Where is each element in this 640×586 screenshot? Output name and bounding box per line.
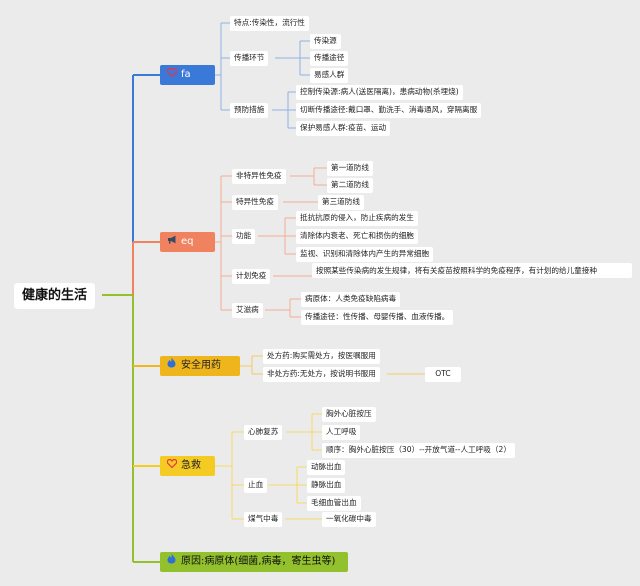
branch-aid[interactable]: 急救 [160,456,215,476]
fa-prevention-item[interactable]: 保护易感人群:疫苗、运动 [296,121,391,136]
eq-specific[interactable]: 特异性免疫 [232,195,278,210]
heart-icon [166,65,177,85]
aid-gas[interactable]: 煤气中毒 [244,512,283,527]
flame-icon [166,552,177,572]
eq-planned-desc[interactable]: 按照某些传染病的发生规律，将有关疫苗按照科学的免疫程序，有计划的给儿童接种 [312,263,632,278]
branch-cause-label: 原因:病原体(细菌,病毒，寄生虫等) [181,556,336,567]
branch-fa[interactable]: fa [160,65,215,85]
branch-drug[interactable]: 安全用药 [160,356,240,376]
eq-aids[interactable]: 艾滋病 [232,303,263,318]
eq-function-item[interactable]: 监视、识别和清除体内产生的异常细胞 [296,247,434,262]
branch-cause[interactable]: 原因:病原体(细菌,病毒，寄生虫等) [160,552,348,572]
root-node[interactable]: 健康的生活 [14,283,96,309]
eq-nonspecific-item[interactable]: 第二道防线 [327,178,373,193]
eq-function-item[interactable]: 抵抗抗原的侵入，防止疾病的发生 [296,211,418,226]
fa-features[interactable]: 特点:传染性，流行性 [230,16,309,31]
drug-rx[interactable]: 处方药:购买需处方，按医嘱服用 [263,349,380,364]
fa-prevention[interactable]: 预防措施 [230,103,269,118]
eq-aids-item[interactable]: 传播途径：性传播、母婴传播、血液传播。 [301,310,454,325]
aid-cpr-item[interactable]: 顺序：胸外心脏按压（30）--开放气道--人工呼吸（2） [322,443,515,458]
eq-nonspecific[interactable]: 非特异性免疫 [232,169,286,184]
aid-cpr-item[interactable]: 胸外心脏按压 [322,407,376,422]
megaphone-icon [166,232,177,252]
eq-planned[interactable]: 计划免疫 [232,269,271,284]
fa-links-item[interactable]: 易感人群 [310,68,349,83]
aid-gas-item[interactable]: 一氧化碳中毒 [322,512,376,527]
fa-links-item[interactable]: 传播途径 [310,51,349,66]
drug-otc[interactable]: 非处方药:无处方，按说明书服用 [263,367,380,382]
heart-icon [166,456,177,476]
eq-specific-item[interactable]: 第三道防线 [318,195,364,210]
fa-prevention-item[interactable]: 切断传播途径:戴口罩、勤洗手、消毒通风，穿隔离服 [296,103,482,118]
eq-aids-item[interactable]: 病原体：人类免疫缺陷病毒 [301,292,401,307]
eq-function-item[interactable]: 清除体内衰老、死亡和损伤的细胞 [296,229,418,244]
branch-aid-label: 急救 [181,460,201,471]
aid-bleeding-item[interactable]: 毛细血管出血 [307,496,361,511]
branch-fa-label: fa [181,69,191,80]
aid-bleeding-item[interactable]: 动脉出血 [307,460,346,475]
aid-bleeding[interactable]: 止血 [244,478,268,493]
branch-eq-label: eq [181,236,194,247]
aid-cpr-item[interactable]: 人工呼吸 [322,425,361,440]
branch-eq[interactable]: eq [160,232,215,252]
eq-function[interactable]: 功能 [232,229,256,244]
eq-nonspecific-item[interactable]: 第一道防线 [327,161,373,176]
fa-prevention-item[interactable]: 控制传染源:病人(送医隔离)，患病动物(杀埋烧) [296,85,463,100]
aid-bleeding-item[interactable]: 静脉出血 [307,478,346,493]
branch-drug-label: 安全用药 [181,360,221,371]
fa-links[interactable]: 传播环节 [230,51,269,66]
flame-icon [166,356,177,376]
fa-links-item[interactable]: 传染源 [310,34,341,49]
drug-otc-tag[interactable]: OTC [425,367,461,382]
aid-cpr[interactable]: 心肺复苏 [244,425,283,440]
